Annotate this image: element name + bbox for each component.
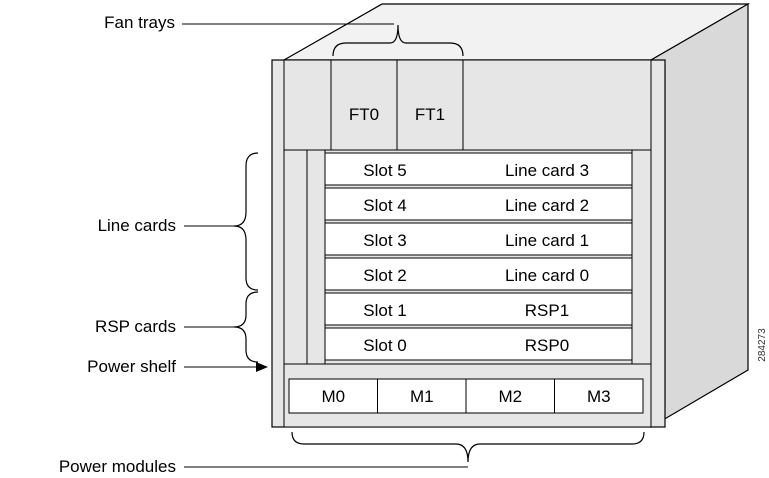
rsp-cards-brace bbox=[233, 291, 259, 363]
power-module-m1 bbox=[377, 378, 467, 414]
power-module-m2 bbox=[465, 378, 555, 414]
card-label: RSP0 bbox=[525, 336, 569, 355]
power-module-label: M2 bbox=[498, 387, 522, 406]
card-label: Line card 2 bbox=[505, 196, 589, 215]
card-slot-1 bbox=[324, 292, 633, 326]
slot-label: Slot 1 bbox=[363, 301, 406, 320]
card-label: Line card 0 bbox=[505, 266, 589, 285]
callout-line-cards: Line cards bbox=[98, 216, 176, 235]
power-module-label: M3 bbox=[587, 387, 611, 406]
line-cards-brace bbox=[233, 152, 259, 291]
slot-rows: Slot 5 Line card 3 Slot 4 Line card 2 Slot 3… bbox=[324, 152, 633, 361]
card-slot-4 bbox=[324, 187, 633, 221]
card-slot-3 bbox=[324, 222, 633, 256]
slot-label: Slot 3 bbox=[363, 231, 406, 250]
slot-label: Slot 4 bbox=[363, 196, 406, 215]
callout-rsp-cards: RSP cards bbox=[95, 317, 176, 336]
power-module-label: M0 bbox=[321, 387, 345, 406]
callout-power-modules: Power modules bbox=[59, 457, 176, 476]
power-module-row: M0 M1 M2 M3 bbox=[288, 378, 644, 414]
power-module-m0 bbox=[288, 378, 378, 414]
card-label: RSP1 bbox=[525, 301, 569, 320]
card-slot-5 bbox=[324, 152, 633, 186]
slot-label: Slot 5 bbox=[363, 161, 406, 180]
card-slot-0 bbox=[324, 327, 633, 361]
fan-tray-label-ft0: FT0 bbox=[349, 105, 379, 124]
power-modules-brace bbox=[291, 431, 645, 463]
card-slot-2 bbox=[324, 257, 633, 291]
fan-tray-label-ft1: FT1 bbox=[415, 105, 445, 124]
slot-label: Slot 0 bbox=[363, 336, 406, 355]
callout-power-shelf: Power shelf bbox=[87, 357, 176, 376]
power-shelf-arrowhead-icon bbox=[256, 362, 268, 372]
power-module-label: M1 bbox=[410, 387, 434, 406]
card-label: Line card 3 bbox=[505, 161, 589, 180]
card-label: Line card 1 bbox=[505, 231, 589, 250]
power-module-m3 bbox=[554, 378, 644, 414]
fan-trays-brace bbox=[332, 24, 464, 57]
slot-label: Slot 2 bbox=[363, 266, 406, 285]
figure-id: 284273 bbox=[757, 328, 768, 362]
callout-fan-trays: Fan trays bbox=[104, 13, 175, 32]
